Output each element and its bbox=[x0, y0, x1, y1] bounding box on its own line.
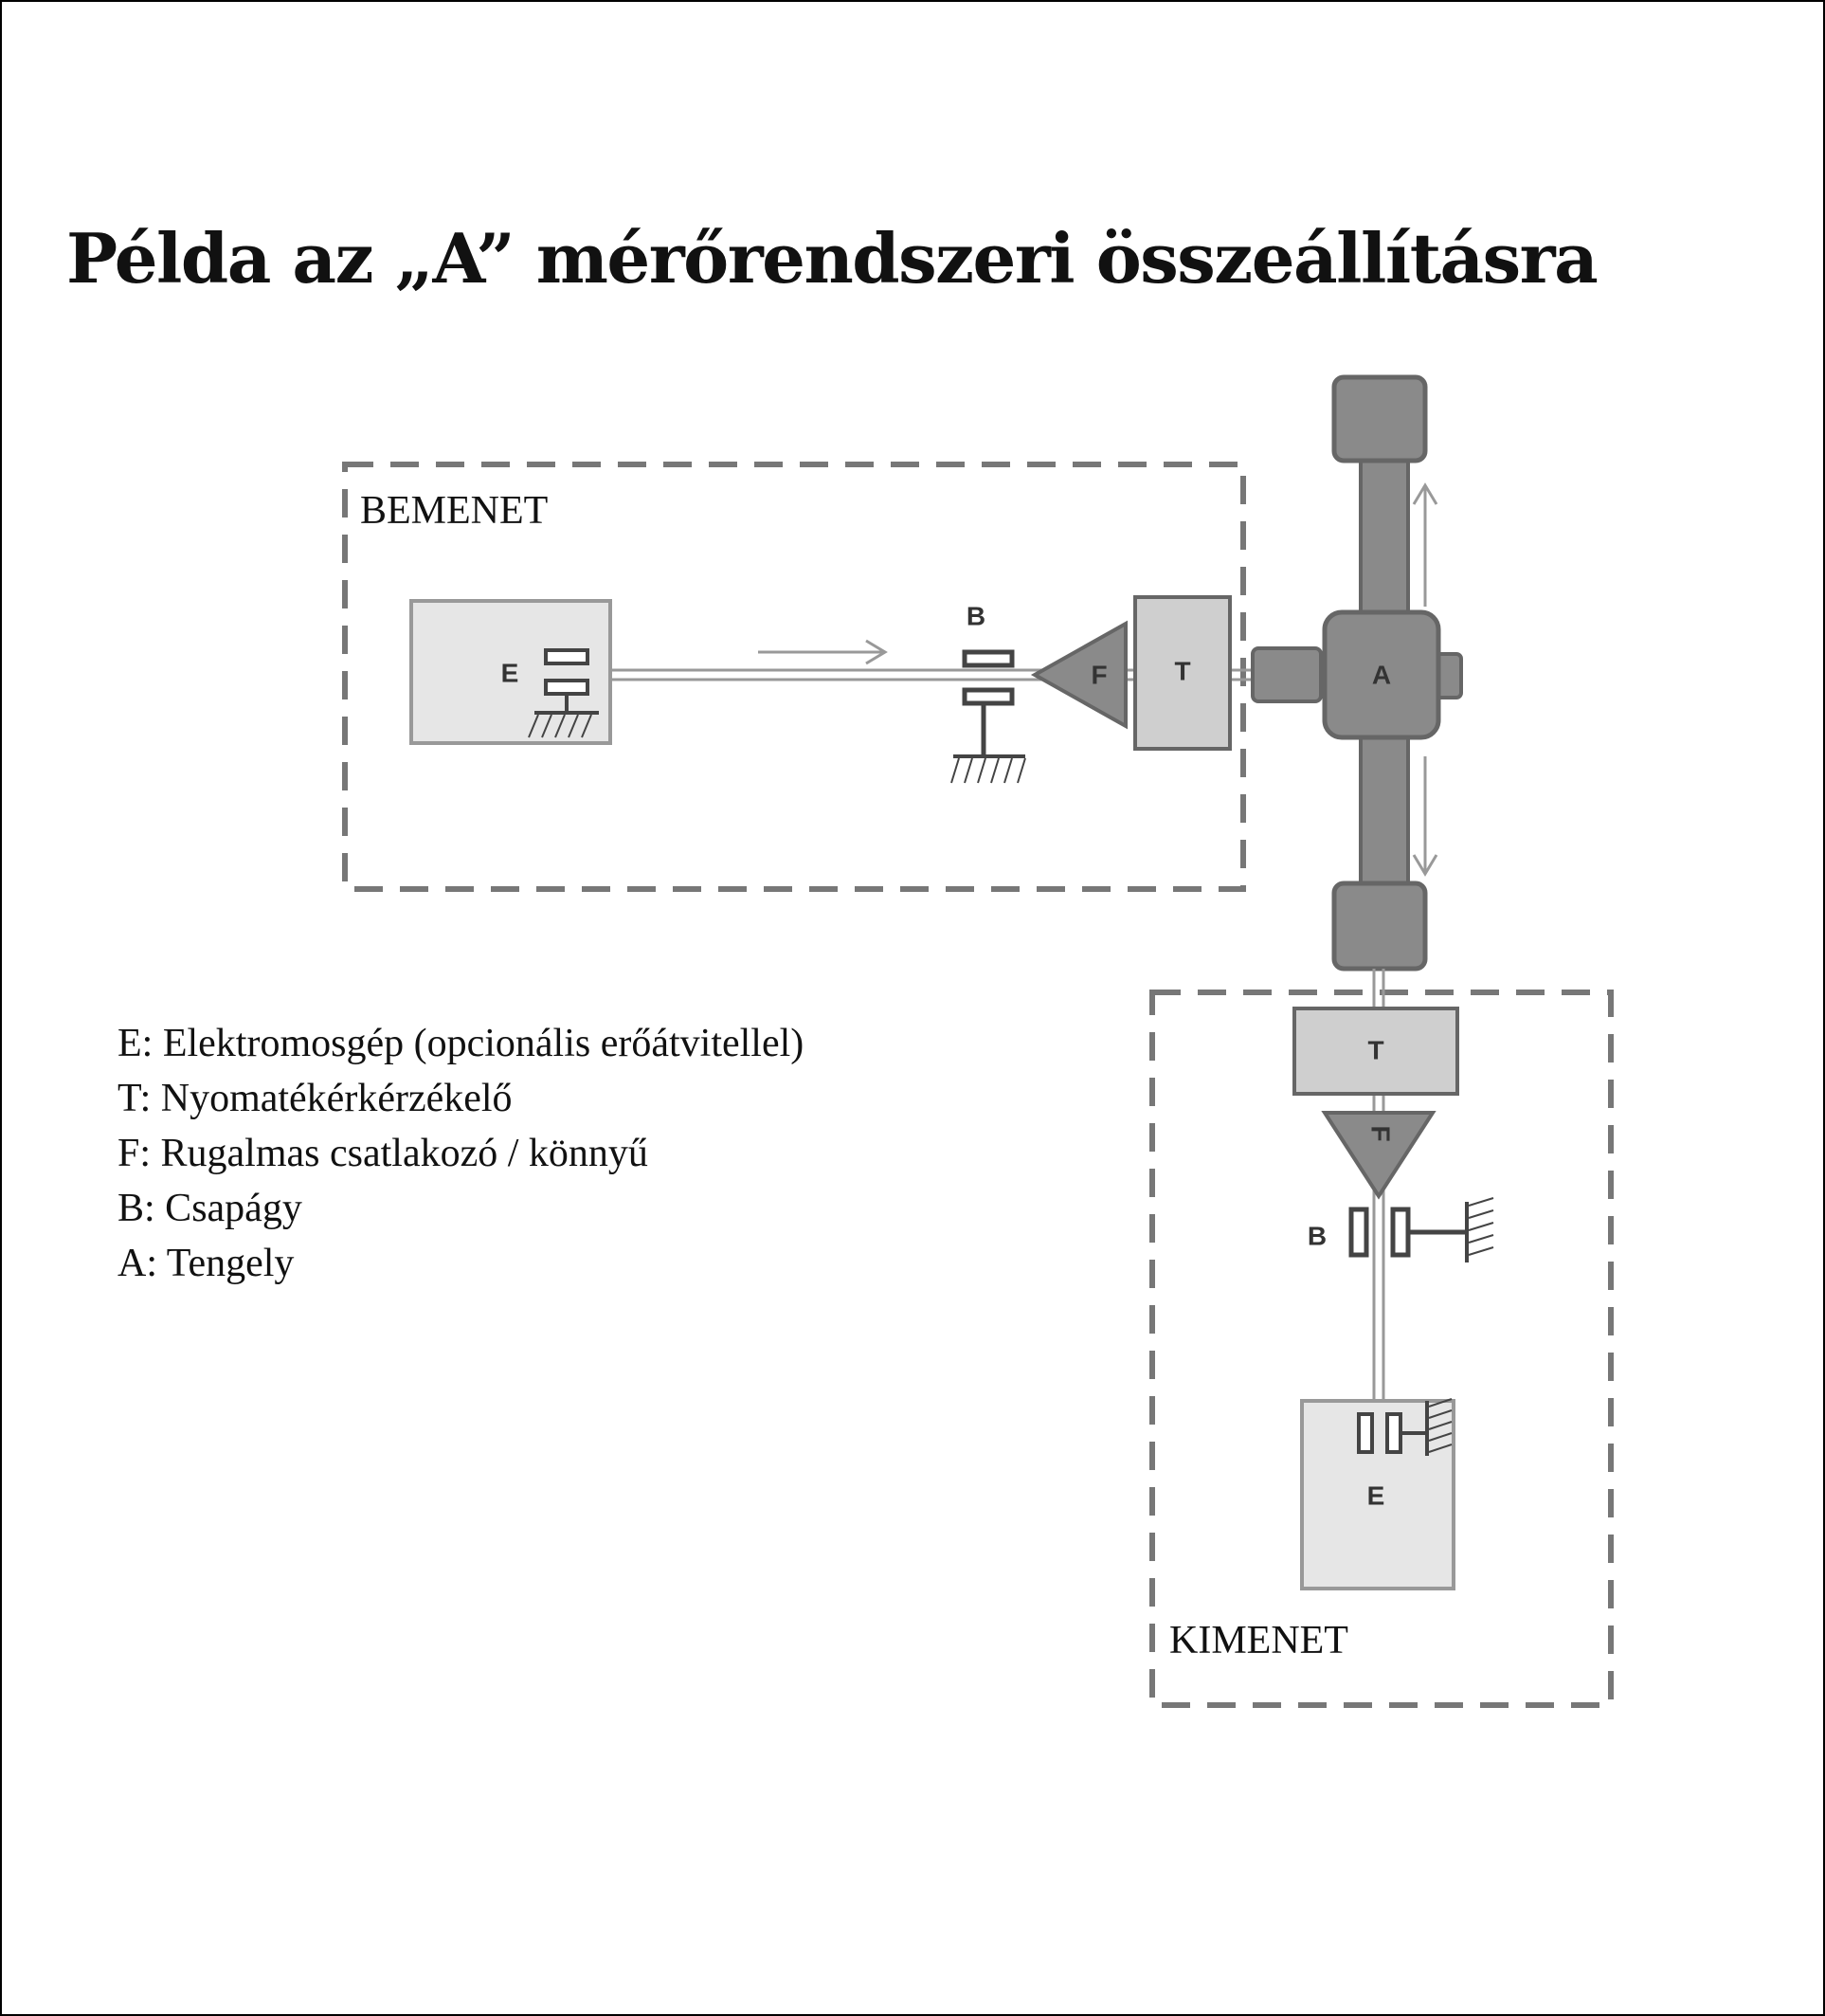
shaft-assembly: A bbox=[1251, 374, 1463, 972]
output-coupling-label: F bbox=[1366, 1125, 1396, 1141]
input-coupling-label: F bbox=[1091, 660, 1107, 689]
legend-item: T: Nyomatékérkérzékelő bbox=[117, 1077, 513, 1120]
output-motor: E bbox=[1300, 1398, 1455, 1590]
input-bearing-label: B bbox=[967, 601, 985, 630]
page-title: Példa az „A” mérőrendszeri összeállításr… bbox=[66, 218, 1599, 299]
input-motor-label: E bbox=[501, 658, 519, 687]
legend-item: F: Rugalmas csatlakozó / könnyű bbox=[117, 1132, 648, 1175]
legend-item: A: Tengely bbox=[117, 1242, 295, 1285]
shaft-travel-arrow-up bbox=[1412, 482, 1438, 607]
output-bearing: B bbox=[1308, 1197, 1494, 1262]
input-direction-arrow bbox=[758, 639, 888, 665]
output-motor-label: E bbox=[1367, 1480, 1385, 1510]
legend-item: E: Elektromosgép (opcionális erőátvitell… bbox=[117, 1022, 804, 1065]
legend: E: Elektromosgép (opcionális erőátvitell… bbox=[117, 1016, 804, 1291]
input-region-label: BEMENET bbox=[360, 489, 548, 533]
output-torque-sensor: T bbox=[1292, 1007, 1459, 1096]
output-bearing-label: B bbox=[1308, 1221, 1327, 1250]
output-region-label: KIMENET bbox=[1169, 1619, 1348, 1662]
legend-item: B: Csapágy bbox=[117, 1187, 302, 1230]
input-torque-sensor: T bbox=[1133, 595, 1232, 751]
shaft-travel-arrow-down bbox=[1412, 756, 1438, 877]
input-region-box bbox=[342, 462, 1246, 892]
output-torque-label: T bbox=[1367, 1035, 1383, 1064]
input-motor: E bbox=[409, 599, 612, 745]
output-coupling: F bbox=[1321, 1111, 1437, 1200]
shaft-label: A bbox=[1372, 660, 1391, 689]
input-coupling: F bbox=[1030, 620, 1128, 730]
input-bearing: B bbox=[950, 601, 1026, 784]
input-torque-label: T bbox=[1174, 656, 1190, 685]
output-region-box bbox=[1149, 990, 1614, 1708]
